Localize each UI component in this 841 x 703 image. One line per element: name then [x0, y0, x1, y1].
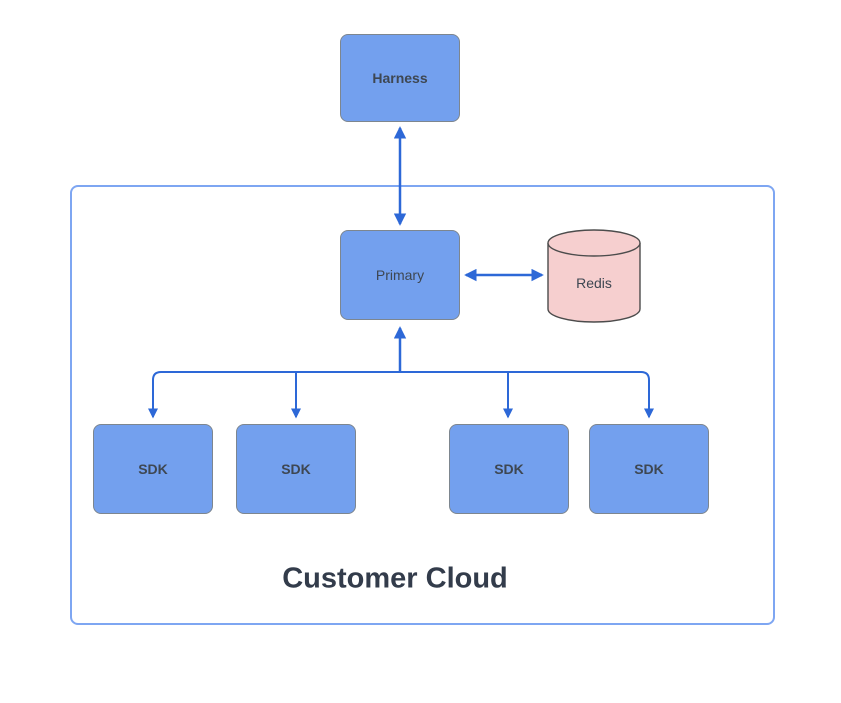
customer-cloud-container: [70, 185, 775, 625]
sdk-label: SDK: [634, 461, 664, 477]
redis-cylinder-shape: [547, 229, 641, 323]
sdk-label: SDK: [138, 461, 168, 477]
primary-label: Primary: [375, 267, 425, 283]
sdk-node-2: SDK: [236, 424, 356, 514]
sdk-label: SDK: [494, 461, 524, 477]
harness-label: Harness: [372, 70, 428, 86]
sdk-node-3: SDK: [449, 424, 569, 514]
primary-node: Primary: [340, 230, 460, 320]
redis-label: Redis: [576, 275, 612, 291]
harness-node: Harness: [340, 34, 460, 122]
sdk-node-4: SDK: [589, 424, 709, 514]
primary-sdk-bus: [148, 371, 654, 419]
sdk-label: SDK: [281, 461, 311, 477]
sdk-node-1: SDK: [93, 424, 213, 514]
customer-cloud-label: Customer Cloud: [282, 562, 508, 595]
